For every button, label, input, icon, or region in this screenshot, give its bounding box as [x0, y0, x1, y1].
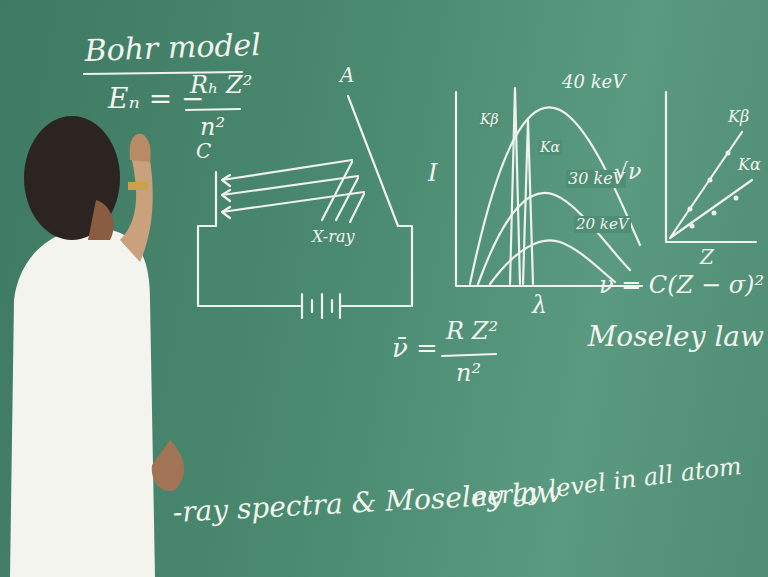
spectrum-axes [456, 92, 642, 286]
characteristic-peaks [510, 88, 533, 284]
x-ray-label: X-ray [312, 228, 354, 246]
data-points [688, 151, 739, 229]
law-name: Moseley law [588, 322, 764, 353]
circuit-wire [198, 226, 412, 306]
formula-denominator: n² [456, 360, 481, 386]
line-label: Kβ [728, 108, 749, 126]
formula-part: ν̄ = [392, 334, 438, 363]
beam-arrowheads [222, 175, 230, 218]
x-ray-rays [322, 162, 364, 222]
moseley-lines [670, 132, 752, 238]
curve-label: 20 keV [574, 216, 631, 233]
moseley-formula: ν = C(Z − σ)² [599, 272, 764, 298]
axis-label: Z [700, 246, 714, 268]
axis-label: λ [532, 292, 547, 318]
board-heading: Bohr model [84, 28, 261, 67]
formula-denominator: n² [200, 114, 225, 140]
cathode [215, 172, 217, 226]
curve-30kev [478, 193, 630, 284]
peak-label: Kα [538, 140, 562, 155]
curve-40kev [470, 107, 640, 284]
cathode-label: C [196, 140, 211, 162]
electron-beams [222, 160, 364, 212]
fraction-bar [442, 354, 496, 356]
curve-label: 40 keV [562, 72, 625, 92]
line-label: Kα [738, 156, 761, 174]
peak-label: Kβ [478, 112, 501, 127]
anode-label: A [340, 64, 354, 86]
formula-numerator: Rₕ Z² [190, 72, 252, 98]
curve-20kev [490, 240, 615, 284]
axis-label: I [428, 160, 437, 186]
lecturer [10, 116, 184, 577]
anode [348, 96, 398, 226]
board-note: nergy level in all atom [470, 453, 743, 512]
formula-numerator: R Z² [446, 318, 498, 344]
axis-label: √ν [614, 160, 641, 184]
battery-symbol [302, 294, 340, 318]
